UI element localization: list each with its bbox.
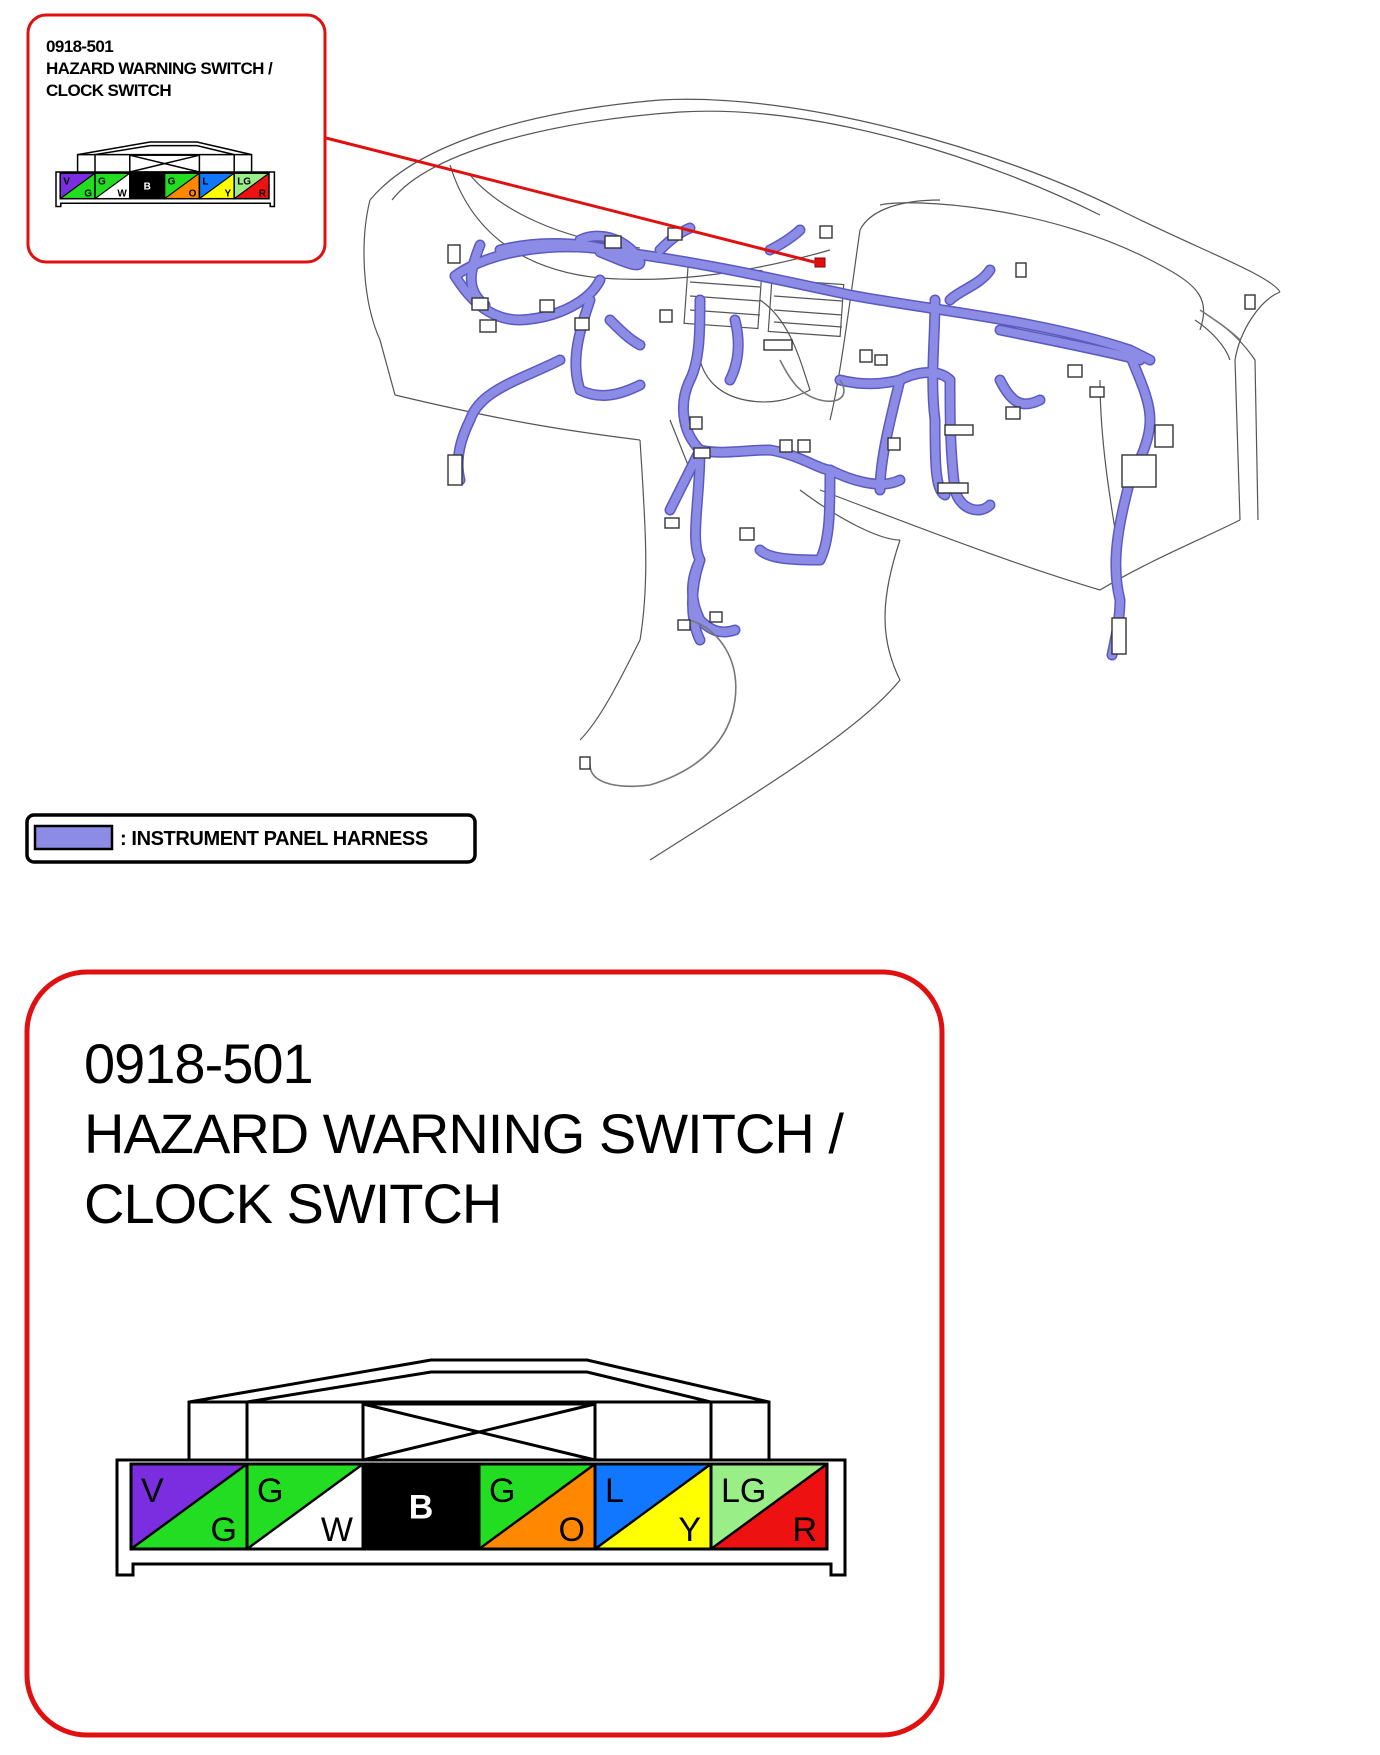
pin-label-bottom: Y [225,188,232,199]
pin-label-bottom: R [259,188,267,199]
large-callout-name-line2: CLOCK SWITCH [84,1172,501,1235]
connector-latch-outer [76,141,253,172]
pin-label-top: B [409,1489,434,1527]
connector-pin: GW [94,172,131,200]
pin-label-top: L [202,176,208,187]
connector-pin: B [129,172,166,200]
pin-label-top: V [141,1472,164,1510]
pin-label-top: B [144,182,151,193]
connector-blocks [447,225,1256,770]
connector-latch-outer [187,1358,771,1460]
connector-latch-inner [245,1370,713,1460]
pin-label-top: G [489,1472,515,1510]
connector-pin: LG R [709,1462,829,1551]
pin-label-top: L [605,1472,624,1510]
pin-label-top: LG [721,1472,766,1510]
connector-pin: B [361,1462,481,1551]
connector-pin: VG [129,1462,249,1551]
pin-label-bottom: O [189,188,197,199]
pin-label-bottom: G [211,1511,237,1549]
connector-lock-box [361,1402,597,1462]
small-callout-name-line1: HAZARD WARNING SWITCH / [46,59,273,78]
large-callout: 0918-501 HAZARD WARNING SWITCH / CLOCK S… [24,969,945,1738]
legend-swatch [33,824,114,851]
legend-border [25,813,477,864]
pin-label-bottom: Y [678,1511,701,1549]
large-callout-part-number: 0918-501 [84,1032,313,1095]
connector-pin: GO [477,1462,597,1551]
connector-latch-inner [94,144,235,172]
pin-label-bottom: W [321,1511,353,1549]
branch-wires [589,309,1241,788]
connector-pin: LG R [233,172,270,200]
pin-label-bottom: G [84,188,92,199]
pin-label-bottom: R [792,1511,817,1549]
pin-label-top: G [168,176,176,187]
large-callout-name-line1: HAZARD WARNING SWITCH / [84,1102,844,1165]
legend: : INSTRUMENT PANEL HARNESS [25,813,477,864]
small-callout-name-line2: CLOCK SWITCH [46,81,171,100]
connector-pin: VG [59,172,96,200]
pin-label-top: G [98,176,106,187]
pin-label-top: LG [237,176,251,187]
pin-label-bottom: O [559,1511,585,1549]
connector-pin: GW [245,1462,365,1551]
small-callout: 0918-501 HAZARD WARNING SWITCH / CLOCK S… [26,13,327,264]
callout-leader-line [325,136,819,265]
connector-pin: GO [163,172,201,200]
pin-label-top: V [63,176,70,187]
pin-label-top: G [257,1472,283,1510]
legend-label: : INSTRUMENT PANEL HARNESS [120,828,428,850]
pin-label-bottom: W [117,188,127,199]
connector-lock-box [129,154,201,173]
small-callout-part-number: 0918-501 [46,37,113,56]
connector-pin: LY [198,172,235,200]
connector-pin: LY [593,1462,713,1551]
